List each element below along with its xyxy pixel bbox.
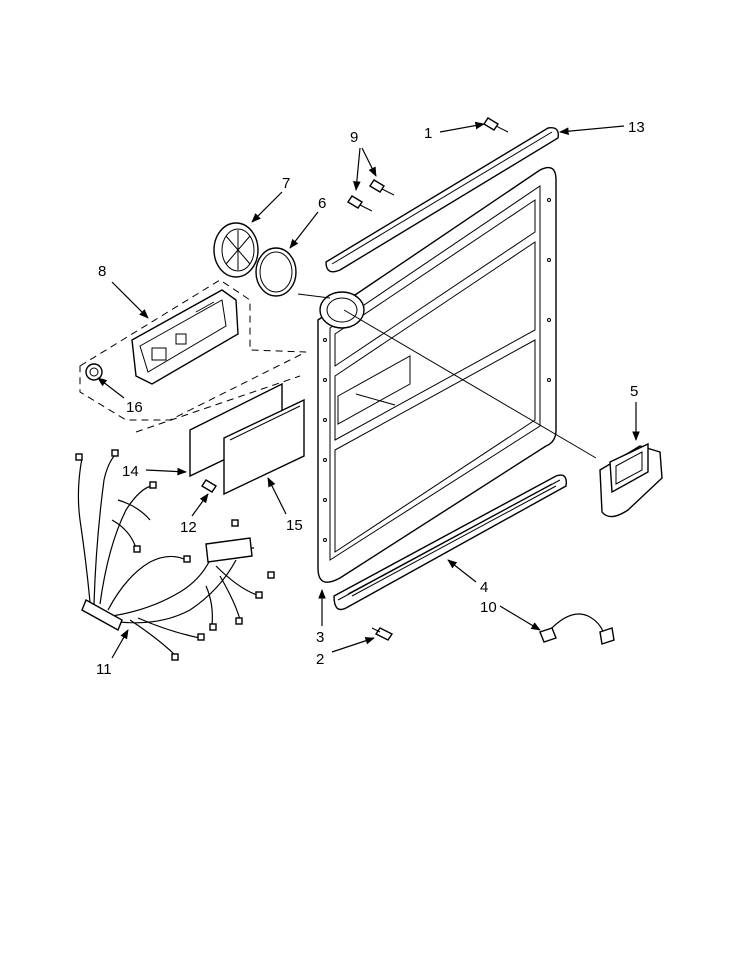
dispenser-cap: [213, 222, 259, 278]
callout-8: 8: [98, 263, 106, 280]
screw-12: [201, 479, 217, 493]
callout-14: 14: [122, 463, 139, 480]
callout-10: 10: [480, 599, 497, 616]
callout-13: 13: [628, 119, 645, 136]
leader-lines: [97, 121, 640, 659]
callout-15: 15: [286, 517, 303, 534]
callout-6: 6: [318, 195, 326, 212]
callout-16: 16: [126, 399, 143, 416]
control-board: [135, 375, 305, 496]
top-trim-strip: [325, 127, 559, 273]
inner-door-panel: [317, 166, 557, 583]
callout-2: 2: [316, 651, 324, 668]
screw-9b: [347, 195, 373, 212]
bottom-trim-strip: [333, 474, 567, 611]
callout-3: 3: [316, 629, 324, 646]
callout-11: 11: [96, 661, 112, 678]
callout-4: 4: [480, 579, 488, 596]
screw-9a: [369, 179, 395, 196]
screw-2: [371, 627, 394, 641]
callout-1: 1: [424, 125, 432, 142]
callout-labels: 1 2 3 4 5 6 7 8 9 10 11 12 13 14 15 16: [96, 119, 645, 678]
callout-5: 5: [630, 383, 638, 400]
screw-1: [483, 117, 509, 133]
dispenser-knob: [85, 363, 103, 381]
small-wire-harness: [539, 613, 615, 645]
detergent-dispenser: [79, 279, 307, 421]
vent-assembly: [599, 442, 663, 518]
main-wire-harness: [75, 449, 275, 661]
callout-12: 12: [180, 519, 197, 536]
cap-gasket: [255, 247, 297, 297]
callout-7: 7: [282, 175, 290, 192]
callout-9: 9: [350, 129, 358, 146]
